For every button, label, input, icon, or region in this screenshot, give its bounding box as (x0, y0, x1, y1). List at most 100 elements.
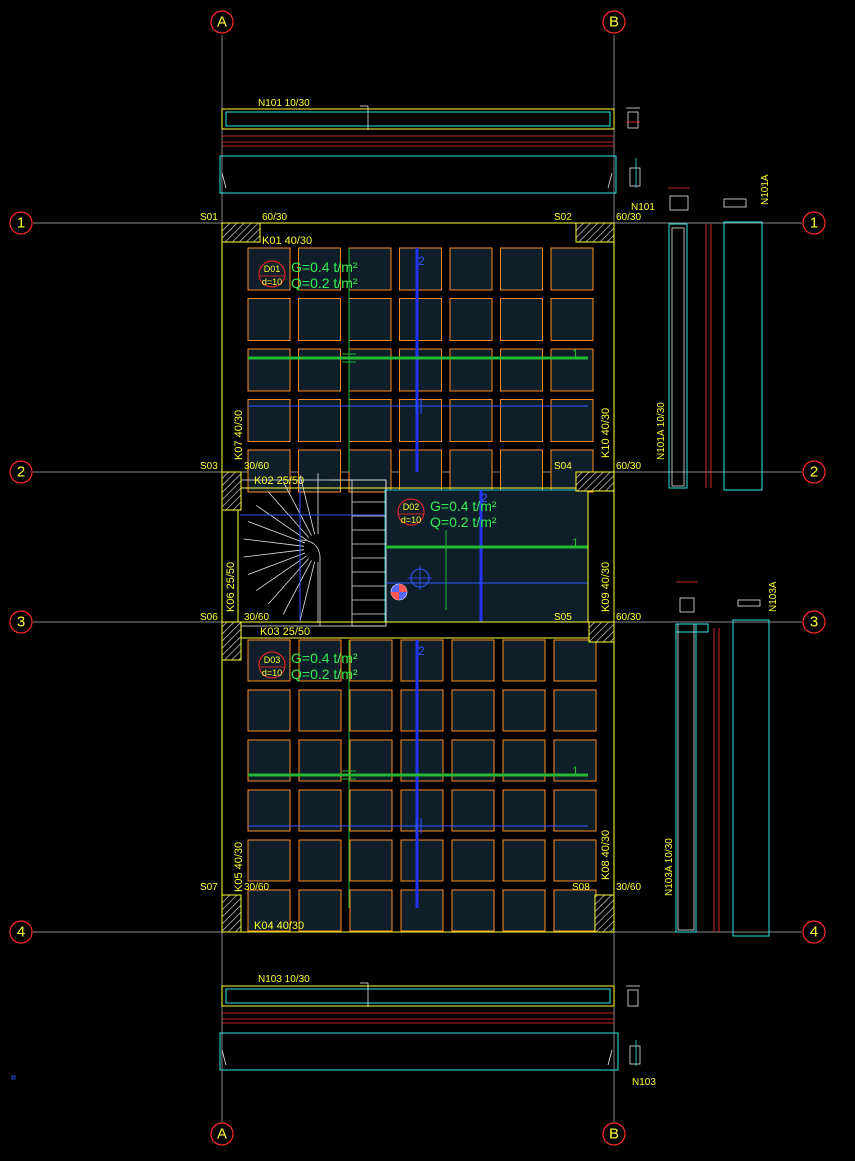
stair-steps (243, 473, 386, 623)
slab-tags: D01 d=10 G=0.4 t/m² Q=0.2 t/m² D02 d=10 … (258, 259, 497, 682)
direction-mark-2-d01: 2 (418, 254, 425, 268)
rib-cell (349, 639, 393, 682)
rib-cell (553, 639, 597, 682)
rib-cell (553, 889, 597, 932)
rib-cell (451, 689, 495, 732)
beam-label-k08: K08 40/30 (600, 830, 612, 880)
column-size-s08: 30/60 (616, 882, 641, 893)
rib-cell (500, 298, 543, 341)
rib-cell (449, 449, 493, 493)
slab-load-g-d03: G=0.4 t/m² (291, 650, 358, 666)
rib-cell (349, 689, 393, 732)
svg-text:d=10: d=10 (262, 668, 282, 678)
stair-step (282, 481, 312, 536)
point-markers (390, 566, 432, 601)
rib-cell (247, 839, 291, 882)
column-size-s05: 60/30 (616, 612, 641, 623)
svg-text:d=10: d=10 (401, 515, 421, 525)
beam-labels: K01 40/30 K02 25/50 K03 25/50 K04 40/30 … (225, 235, 612, 932)
rib-cell (298, 639, 342, 682)
joist-n101-elevation: N101 10/30 (219, 98, 641, 194)
svg-text:2: 2 (810, 464, 818, 481)
rib-cell (298, 689, 342, 732)
columns (221, 222, 615, 933)
column-s06 (221, 621, 242, 661)
column-label-s08: S08 (572, 882, 590, 893)
stair-step (247, 552, 306, 575)
rib-cell (298, 449, 341, 493)
rib-cell (348, 449, 392, 493)
rib-cell (451, 639, 495, 682)
grid-bubble-1-right: 1 (802, 211, 826, 235)
svg-text:1: 1 (17, 215, 25, 232)
joist-label-n103a-vertical: N103A 10/30 (664, 838, 675, 896)
column-label-s06: S06 (200, 612, 218, 623)
rib-cell (247, 348, 291, 392)
rib-cell (348, 298, 392, 341)
column-s03 (221, 471, 242, 511)
rib-cell (400, 889, 444, 932)
stair-step (256, 555, 307, 591)
rib-cell (298, 298, 341, 341)
grid-bubbles: A B A B 1 1 2 2 3 3 4 4 (9, 10, 826, 1146)
column-s01 (221, 222, 261, 243)
beam-label-k02: K02 25/50 (254, 475, 304, 487)
svg-text:d=10: d=10 (262, 277, 282, 287)
rib-cell (247, 889, 291, 932)
grid-bubble-4-left: 4 (9, 920, 33, 944)
slab-load-g-d02: G=0.4 t/m² (430, 498, 497, 514)
direction-mark-1-d02: 1 (572, 536, 579, 550)
joist-label-n101a: N101A (760, 174, 771, 205)
rib-cell (500, 449, 543, 493)
rib-cell (502, 789, 546, 832)
rib-cell (400, 689, 444, 732)
grid-bubble-3-right: 3 (802, 610, 826, 634)
rib-cell (399, 348, 442, 392)
rib-cell (400, 789, 444, 832)
joist-n103-elevation: N103 10/30 N103 (219, 974, 656, 1088)
joist-label-n101a-vertical: N101A 10/30 (656, 402, 667, 460)
beam-outlines (221, 222, 615, 933)
joist-label-n103a: N103A (768, 581, 779, 612)
grid-bubble-3-left: 3 (9, 610, 33, 634)
grid-bubble-b-bottom: B (602, 1122, 626, 1146)
svg-text:3: 3 (810, 614, 818, 631)
joist-n101a-elevation: N101 N101A N101A 10/30 (631, 174, 771, 491)
stair-step (243, 538, 305, 547)
direction-mark-2-d03: 2 (418, 644, 425, 658)
rib-cell (451, 839, 495, 882)
column-label-s07: S07 (200, 882, 218, 893)
direction-mark-1-d03: 1 (572, 764, 579, 778)
rib-cell (247, 298, 291, 341)
rib-cell (298, 348, 341, 392)
direction-marks: 2 2 2 1 1 1 (418, 254, 579, 778)
column-s02 (575, 222, 615, 243)
beam-label-k05: K05 40/30 (233, 842, 245, 892)
column-s07 (221, 894, 242, 933)
rib-cell (400, 839, 444, 882)
grid-bubble-a-top: A (210, 10, 234, 34)
column-size-s06: 30/60 (244, 612, 269, 623)
rib-cell (349, 839, 393, 882)
grid-bubble-1-left: 1 (9, 211, 33, 235)
svg-text:B: B (609, 1126, 619, 1143)
rib-cell (399, 298, 442, 341)
svg-text:1: 1 (810, 215, 818, 232)
slab-load-g-d01: G=0.4 t/m² (291, 259, 358, 275)
beam-label-k04: K04 40/30 (254, 920, 304, 932)
rib-cell (247, 247, 291, 291)
stair-step (282, 560, 312, 615)
column-size-s03: 30/60 (244, 461, 269, 472)
rib-cell (449, 348, 493, 392)
joist-label-n103-top: N103 10/30 (258, 974, 310, 985)
svg-text:2: 2 (17, 464, 25, 481)
slab-badge-d02: D02 d=10 (397, 498, 425, 526)
rib-cell (502, 839, 546, 882)
direction-mark-2-d02: 2 (481, 491, 488, 505)
green-span-lines (248, 248, 588, 908)
beam-label-k10: K10 40/30 (600, 408, 612, 458)
stair-core-line (299, 539, 321, 626)
rib-cell (451, 789, 495, 832)
rib-cell (502, 639, 546, 682)
slab-badge-d01: D01 d=10 (258, 260, 286, 288)
